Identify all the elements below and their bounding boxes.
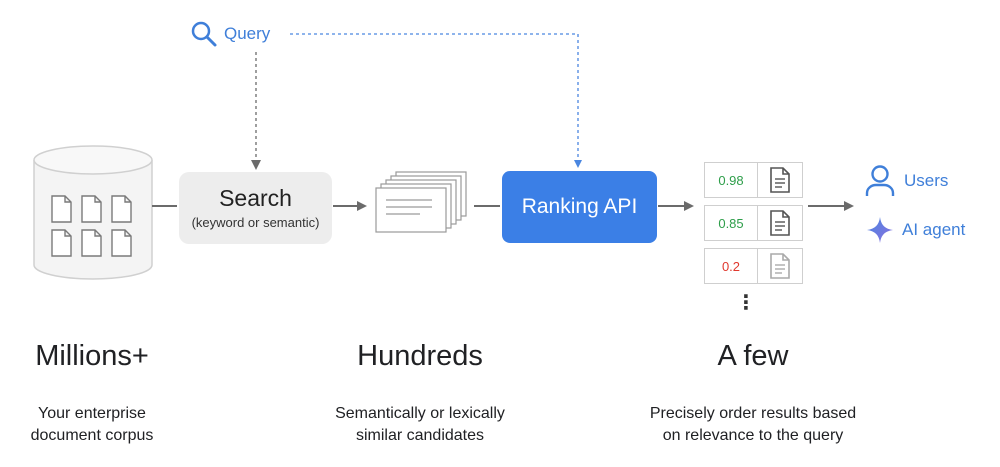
- target-label: AI agent: [902, 220, 966, 239]
- search-title: Search: [219, 185, 292, 211]
- result-score: 0.2: [704, 248, 757, 284]
- target-ai-agent: AI agent: [866, 216, 965, 244]
- ranking-api-box: Ranking API: [502, 171, 657, 243]
- result-row: 0.85: [704, 205, 803, 241]
- target-users: Users: [864, 164, 948, 198]
- stage-caption-line: Precisely order results based: [649, 405, 857, 422]
- stage-caption: Your enterprise document corpus: [0, 403, 232, 447]
- candidate-stack-icon: [375, 171, 467, 233]
- sparkle-icon: [867, 217, 893, 243]
- result-score: 0.85: [704, 205, 757, 241]
- stage-caption: Precisely order results based on relevan…: [613, 403, 893, 447]
- stage-caption-line: on relevance to the query: [662, 427, 844, 444]
- document-grid: [51, 195, 132, 257]
- query-label: Query: [224, 24, 271, 43]
- search-subtitle: (keyword or semantic): [191, 215, 320, 230]
- stage-title: A few: [717, 340, 789, 372]
- stage-caption: Semantically or lexically similar candid…: [280, 403, 560, 447]
- search-stage-box: Search (keyword or semantic): [179, 172, 332, 244]
- query-connectors: [251, 33, 582, 170]
- more-results-indicator: ⋮: [736, 292, 756, 314]
- target-label: Users: [904, 171, 949, 190]
- stage-caption-line: document corpus: [30, 427, 154, 444]
- result-row: 0.98: [704, 162, 803, 198]
- stage-caption-line: similar candidates: [355, 427, 485, 444]
- document-icon: [757, 248, 803, 284]
- stage-caption-line: Semantically or lexically: [335, 405, 505, 422]
- stage-title: Millions+: [35, 340, 149, 372]
- stage-title: Hundreds: [357, 340, 483, 372]
- ranking-api-label: Ranking API: [521, 195, 638, 218]
- search-icon: [191, 21, 217, 47]
- result-score: 0.98: [704, 162, 757, 198]
- document-icon: [757, 162, 803, 198]
- stage-caption-line: Your enterprise: [38, 405, 146, 422]
- result-row: 0.2: [704, 248, 803, 284]
- user-icon: [865, 165, 895, 196]
- document-icon: [757, 205, 803, 241]
- query-label-group: Query: [190, 20, 270, 48]
